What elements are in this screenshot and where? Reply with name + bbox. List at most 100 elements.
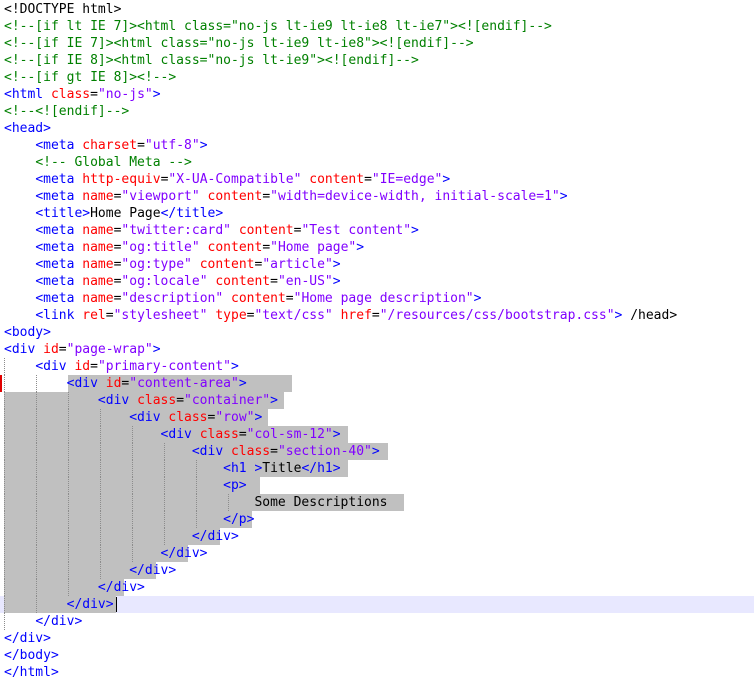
token-val: "col-sm-12" — [246, 427, 333, 442]
token-plain: = — [113, 223, 122, 238]
code-line[interactable]: <!--[if gt IE 8]><!--> — [0, 69, 754, 86]
code-line[interactable]: <meta http-equiv="X-UA-Compatible" conte… — [0, 171, 754, 188]
token-plain: = — [105, 308, 114, 323]
token-attr: name — [82, 240, 114, 255]
token-plain: = — [238, 427, 247, 442]
token-val: "viewport" — [121, 189, 200, 204]
code-line[interactable]: <div class="col-sm-12"> — [0, 426, 754, 443]
code-line[interactable]: <p> — [0, 477, 754, 494]
token-tag: <meta — [35, 223, 83, 238]
indent-guide — [228, 494, 229, 511]
token-attr: class — [168, 410, 208, 425]
indent-guide — [4, 579, 5, 596]
code-line[interactable]: <meta name="viewport" content="width=dev… — [0, 188, 754, 205]
indent-guide — [36, 511, 37, 528]
token-plain — [4, 359, 35, 374]
code-text: <div id="primary-content"> — [4, 358, 239, 375]
selection-highlight — [4, 392, 284, 409]
token-comment: <!--<![endif]--> — [4, 104, 130, 119]
indent-guide — [36, 426, 37, 443]
code-line[interactable]: <div class="container"> — [0, 392, 754, 409]
code-line[interactable]: <title>Home Page</title> — [0, 205, 754, 222]
token-attr: content — [207, 189, 263, 204]
token-tag: > — [254, 410, 263, 425]
code-line[interactable]: <head> — [0, 120, 754, 137]
code-text: </html> — [4, 664, 59, 681]
token-plain: /head> — [622, 308, 678, 323]
code-line[interactable]: <!--[if IE 7]><html class="no-js lt-ie9 … — [0, 35, 754, 52]
token-attr: id — [74, 359, 91, 374]
code-text: <meta name="viewport" content="width=dev… — [4, 188, 567, 205]
code-line[interactable]: <meta name="description" content="Home p… — [0, 290, 754, 307]
code-line[interactable]: </div> — [0, 579, 754, 596]
code-line[interactable]: </body> — [0, 647, 754, 664]
token-tag: > — [473, 291, 482, 306]
code-text: <div id="content-area"> — [4, 375, 247, 392]
code-line[interactable]: <!-- Global Meta --> — [0, 154, 754, 171]
code-line[interactable]: <div id="content-area"> — [0, 375, 754, 392]
token-plain: = — [246, 308, 255, 323]
code-text: <meta name="og:title" content="Home page… — [4, 239, 364, 256]
token-attr: content — [207, 240, 263, 255]
token-tag: <meta — [35, 138, 83, 153]
code-line[interactable]: <div id="page-wrap"> — [0, 341, 754, 358]
token-plain — [4, 240, 35, 255]
token-tag: > — [238, 376, 247, 391]
code-line[interactable]: </div> — [0, 562, 754, 579]
indent-guide — [68, 443, 69, 460]
code-line[interactable]: <!--[if lt IE 7]><html class="no-js lt-i… — [0, 18, 754, 35]
code-line[interactable]: <meta charset="utf-8"> — [0, 137, 754, 154]
code-line[interactable]: </html> — [0, 664, 754, 681]
code-line[interactable]: <div class="section-40"> — [0, 443, 754, 460]
code-line[interactable]: </div> — [0, 596, 754, 613]
code-text: <meta charset="utf-8"> — [4, 137, 207, 154]
indent-guide — [132, 511, 133, 528]
code-line[interactable]: Some Descriptions — [0, 494, 754, 511]
code-line[interactable]: <!DOCTYPE html> — [0, 1, 754, 18]
indent-guide — [68, 477, 69, 494]
code-line[interactable]: <link rel="stylesheet" type="text/css" h… — [0, 307, 754, 324]
token-val: "content-area" — [129, 376, 239, 391]
code-line[interactable]: <!--<![endif]--> — [0, 103, 754, 120]
token-plain — [4, 512, 223, 527]
token-comment: <!--[if gt IE 8]><!--> — [4, 70, 177, 85]
code-line[interactable]: <html class="no-js"> — [0, 86, 754, 103]
indent-guide — [132, 528, 133, 545]
code-text: <div class="section-40"> — [4, 443, 380, 460]
token-attr: content — [238, 223, 294, 238]
token-attr: name — [82, 257, 114, 272]
indent-guide — [132, 443, 133, 460]
code-line[interactable]: <meta name="og:locale" content="en-US"> — [0, 273, 754, 290]
code-line[interactable]: <meta name="twitter:card" content="Test … — [0, 222, 754, 239]
token-val: "utf-8" — [144, 138, 200, 153]
token-tag: </div> — [160, 546, 208, 561]
code-line[interactable]: <meta name="og:type" content="article"> — [0, 256, 754, 273]
code-line[interactable]: </div> — [0, 613, 754, 630]
code-line[interactable]: </div> — [0, 630, 754, 647]
indent-guide — [196, 460, 197, 477]
token-plain: = — [137, 138, 145, 153]
token-tag: > — [332, 257, 341, 272]
indent-guide — [132, 494, 133, 511]
code-line[interactable]: </div> — [0, 545, 754, 562]
token-plain — [4, 546, 161, 561]
code-line[interactable]: <div id="primary-content"> — [0, 358, 754, 375]
code-line[interactable]: <!--[if IE 8]><html class="no-js lt-ie9"… — [0, 52, 754, 69]
token-val: "en-US" — [277, 274, 333, 289]
code-text: <!--[if gt IE 8]><!--> — [4, 69, 176, 86]
code-line[interactable]: <body> — [0, 324, 754, 341]
token-plain: = — [121, 376, 130, 391]
code-line[interactable]: </div> — [0, 528, 754, 545]
token-tag: </div> — [129, 563, 177, 578]
token-plain — [4, 410, 129, 425]
token-comment: <!--[if IE 8]><html class="no-js lt-ie9"… — [4, 53, 419, 68]
code-line[interactable]: </p> — [0, 511, 754, 528]
token-plain: = — [364, 172, 372, 187]
code-text: <!-- Global Meta --> — [4, 154, 192, 171]
token-val: "section-40" — [277, 444, 372, 459]
code-line[interactable]: <div class="row"> — [0, 409, 754, 426]
code-line[interactable]: <meta name="og:title" content="Home page… — [0, 239, 754, 256]
token-val: "X-UA-Compatible" — [168, 172, 302, 187]
code-line[interactable]: <h1 >Title</h1> — [0, 460, 754, 477]
